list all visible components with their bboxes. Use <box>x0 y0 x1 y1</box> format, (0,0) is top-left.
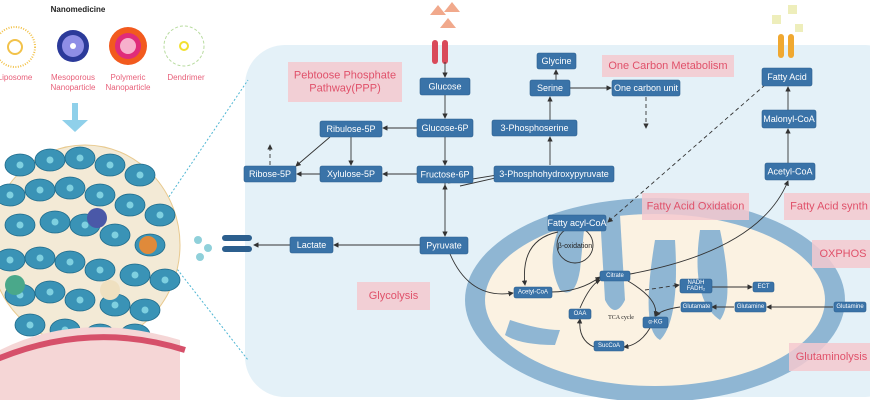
node-ect: ECT <box>752 281 775 293</box>
node-label: 3-Phosphohydroxypyruvate <box>499 169 609 179</box>
tumor-tissue-illustration <box>0 144 186 400</box>
node-label: Glutamate <box>683 304 711 310</box>
node-serine: Serine <box>529 79 571 97</box>
node-xylulose: Xylulose-5P <box>319 165 383 183</box>
mitochondrion <box>465 198 845 400</box>
node-label: Glucose-6P <box>421 123 468 133</box>
polymeric-nanoparticle-icon <box>109 27 147 65</box>
lactate-transporter-icon <box>194 235 252 261</box>
pathway-arrows <box>253 62 833 350</box>
node-acetyl-mito: Acetyl-CoA <box>513 286 553 299</box>
node-label: Lactate <box>297 240 327 250</box>
node-ribulose: Ribulose-5P <box>319 120 383 138</box>
node-citrate: Citrate <box>599 270 631 282</box>
node-label: Glutamine <box>737 304 765 310</box>
nanoparticle-in-tissue <box>87 208 107 228</box>
node-label: Serine <box>537 83 563 93</box>
pathway-label-one_carbon: One Carbon Metabolism <box>602 55 734 77</box>
nanomedicine-title: Nanomedicine <box>51 5 106 14</box>
node-label: α-KG <box>648 320 662 326</box>
node-label: Xylulose-5P <box>327 169 375 179</box>
zoom-line-bottom <box>169 259 249 361</box>
pathway-label-text: Fatty Acid Oxidation <box>647 201 745 213</box>
node-ribose: Ribose-5P <box>243 165 297 183</box>
tca-cycle-label: TCA cycle <box>608 315 634 321</box>
liposome-icon <box>0 26 36 68</box>
node-glutamine-out: Glutamine <box>833 301 867 313</box>
node-phph: 3-Phosphohydroxypyruvate <box>493 165 615 183</box>
node-label: Acetyl-CoA <box>518 290 548 296</box>
node-label: Fatty acyl-CoA <box>547 218 606 228</box>
node-glutamine-in: Glutamine <box>734 301 767 313</box>
pathway-label-oxphos: OXPHOS <box>812 240 870 268</box>
glucose-transporter-icon <box>430 2 460 64</box>
pathway-label-glycolysis: Glycolysis <box>357 282 430 310</box>
dendrimer-label: Dendrimer <box>167 73 205 82</box>
node-succoa: SucCoA <box>593 340 625 352</box>
node-oaa: OAA <box>568 308 592 320</box>
node-label: Glutamine <box>836 304 864 310</box>
node-label: Fatty Acid <box>767 72 807 82</box>
node-label: One carbon unit <box>614 83 679 93</box>
immune-cell <box>5 275 25 295</box>
pathway-label-text: Glycolysis <box>369 290 419 302</box>
immune-cell <box>139 236 157 254</box>
dendrimer-icon <box>163 25 205 67</box>
pathway-label-text: OXPHOS <box>819 248 866 260</box>
node-label: OAA <box>574 311 587 317</box>
pathway-label-text: One Carbon Metabolism <box>608 60 727 72</box>
pathway-label-fao: Fatty Acid Oxidation <box>642 193 749 220</box>
node-acetyl-cyto: Acetyl-CoA <box>764 162 816 181</box>
node-glutamate: Glutamate <box>680 301 713 313</box>
node-label: Fructose-6P <box>420 170 469 180</box>
node-label: Acetyl-CoA <box>767 167 812 177</box>
zoom-line-top <box>159 79 249 211</box>
node-g6p: Glucose-6P <box>416 118 474 138</box>
mesoporous-nanoparticle-icon <box>57 30 89 62</box>
node-label: Pyruvate <box>426 241 462 251</box>
pathway-label-text: Glutaminolysis <box>796 351 868 363</box>
immune-cell <box>100 280 120 300</box>
node-malonyl: Malonyl-CoA <box>761 109 817 129</box>
liposome-label: Liposome <box>0 73 33 82</box>
beta-oxidation-label: β-oxidation <box>558 243 592 250</box>
node-akg: α-KG <box>642 316 669 329</box>
node-f6p: Fructose-6P <box>416 165 474 184</box>
node-label: Ribulose-5P <box>326 124 375 134</box>
node-fatty-acid: Fatty Acid <box>761 67 813 87</box>
node-label: ECT <box>758 284 770 290</box>
pathway-label-glutaminolysis: Glutaminolysis <box>789 343 870 371</box>
node-fatty-acyl: Fatty acyl-CoA <box>547 214 607 232</box>
node-label: 3-Phosphoserine <box>500 123 568 133</box>
pathway-label-fas: Fatty Acid synth <box>784 193 870 220</box>
node-glycine: Glycine <box>536 52 577 70</box>
node-one-carbon-unit: One carbon unit <box>611 79 681 97</box>
node-label: SucCoA <box>598 343 620 349</box>
node-label: Ribose-5P <box>249 169 291 179</box>
down-arrow-icon <box>72 103 78 123</box>
fatty-acid-transporter-icon <box>772 5 803 58</box>
node-label: Glucose <box>428 82 461 92</box>
node-glucose: Glucose <box>419 77 471 96</box>
node-label: Citrate <box>606 273 624 279</box>
node-label: Glycine <box>541 56 571 66</box>
node-phosphoserine: 3-Phosphoserine <box>491 119 578 137</box>
node-lactate: Lactate <box>289 236 334 254</box>
node-label: Malonyl-CoA <box>763 114 815 124</box>
pathway-label-text: Fatty Acid synth <box>790 201 868 213</box>
node-pyruvate: Pyruvate <box>419 236 469 255</box>
